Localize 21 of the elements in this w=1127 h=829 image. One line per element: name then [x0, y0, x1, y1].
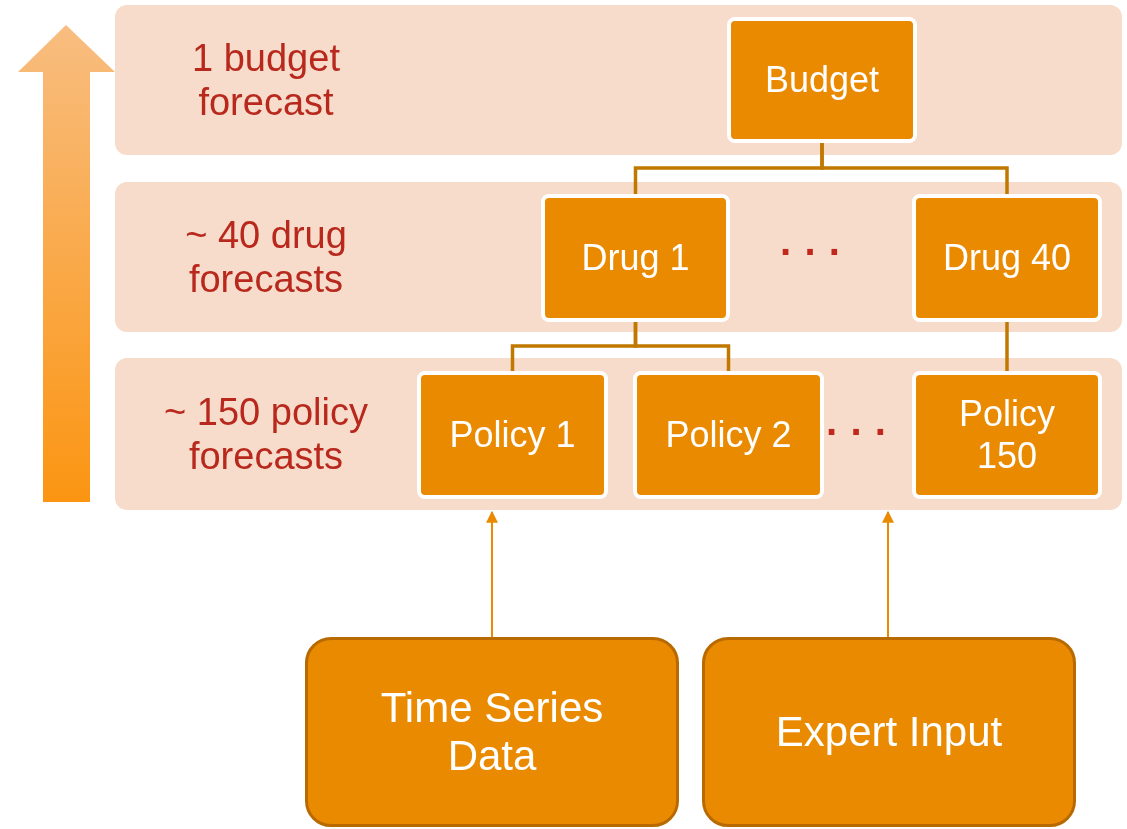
forecast-box: Budget: [727, 17, 917, 143]
forecast-box: Policy 1: [417, 371, 608, 499]
forecast-box: Policy 150: [912, 371, 1102, 499]
arrow: [486, 510, 498, 638]
forecast-box: Drug 40: [912, 194, 1102, 322]
ellipsis: · · ·: [826, 409, 889, 456]
tier-label: ~ 150 policy forecasts: [163, 390, 369, 478]
tier-label: ~ 40 drug forecasts: [184, 213, 348, 301]
forecast-box: Drug 1: [541, 194, 730, 322]
input-box: Time Series Data: [305, 637, 679, 827]
tier-band: [115, 358, 1122, 510]
connector-line: [820, 143, 1009, 194]
connector-line: [633, 322, 731, 371]
input-box: Expert Input: [702, 637, 1076, 827]
connector-line: [1005, 322, 1009, 371]
tier-band: [115, 5, 1122, 155]
tier-label: 1 budget forecast: [191, 36, 341, 124]
ellipsis: · · ·: [780, 229, 843, 276]
tier-band: [115, 182, 1122, 332]
forecast-box: Policy 2: [633, 371, 824, 499]
arrow: [882, 510, 894, 638]
